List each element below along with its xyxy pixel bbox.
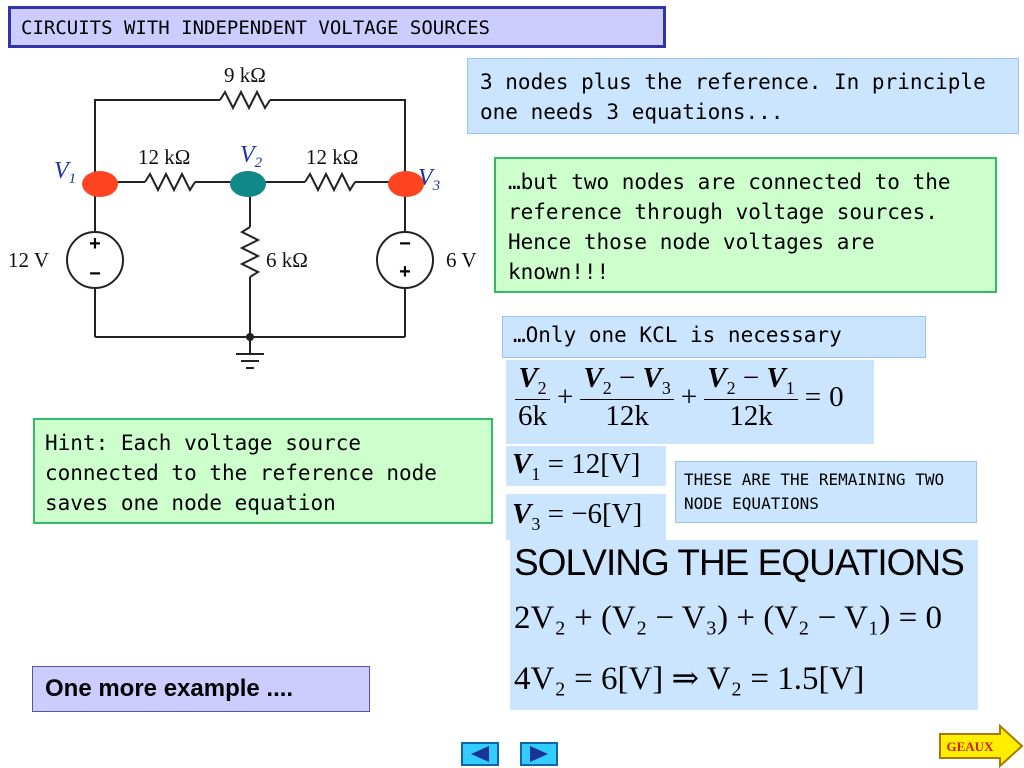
slide-title: CIRCUITS WITH INDEPENDENT VOLTAGE SOURCE… [8,6,666,48]
minus-6v: − [399,233,411,255]
solving-box: SOLVING THE EQUATIONS 2V₂ + (V₂ − V₃) + … [510,540,978,710]
note-known-voltages: …but two nodes are connected to the refe… [494,157,997,293]
node-v1 [82,171,118,197]
geaux-button[interactable]: GEAUX [938,724,1024,768]
label-9k: 9 kΩ [224,63,266,87]
label-v1: V1 [54,158,76,187]
node-v3 [388,171,424,197]
note-nodes: 3 nodes plus the reference. In principle… [467,58,1019,134]
label-12k-left: 12 kΩ [138,145,190,169]
note-one-kcl: …Only one KCL is necessary [502,316,926,358]
node-v2 [230,171,266,197]
resistor-6k [239,226,261,278]
wire-top-right [270,99,406,182]
plus-12v: + [89,233,101,255]
label-12v: 12 V [8,248,49,272]
label-12k-right: 12 kΩ [306,145,358,169]
voltage-source-6v [376,231,434,289]
term-v2-6k: V2 6k [515,362,550,433]
geaux-label: GEAUX [947,739,995,754]
resistor-12k-right [304,171,356,193]
equation-v1: V1 = 12[V] [506,446,666,486]
voltage-source-12v [66,231,124,289]
term-v2-v3-12k: V2 − V3 12k [580,362,674,433]
one-more-example-button[interactable]: One more example .... [32,666,370,712]
solve-equation-2: 4V₂ = 6[V] ⇒ V₂ = 1.5[V] [514,661,865,697]
wire-top [94,99,220,182]
label-6v: 6 V [446,248,477,272]
hint-box: Hint: Each voltage source connected to t… [33,418,493,524]
label-6k: 6 kΩ [266,248,308,272]
kcl-equation: V2 6k + V2 − V3 12k + V2 − V1 12k =0 [506,360,874,444]
label-v3: V3 [418,165,440,194]
remaining-equations-note: THESE ARE THE REMAINING TWO NODE EQUATIO… [675,461,977,523]
left-arrow-icon [471,746,489,762]
plus-6v: + [399,261,411,283]
solve-equation-1: 2V₂ + (V₂ − V₃) + (V₂ − V₁) = 0 [514,600,943,636]
minus-12v: − [89,263,101,285]
right-arrow-icon [530,746,548,762]
resistor-9k [219,89,271,111]
label-v2: V2 [240,142,263,171]
equation-v3: V3 = −6[V] [506,494,666,540]
circuit-diagram: + − − + 9 kΩ 12 kΩ 12 kΩ 6 kΩ 12 V 6 V V… [8,63,477,369]
solving-title: SOLVING THE EQUATIONS [514,542,965,583]
resistor-12k-left [144,171,196,193]
next-slide-button[interactable] [520,742,558,766]
term-v2-v1-12k: V2 − V1 12k [704,362,798,433]
prev-slide-button[interactable] [461,742,499,766]
